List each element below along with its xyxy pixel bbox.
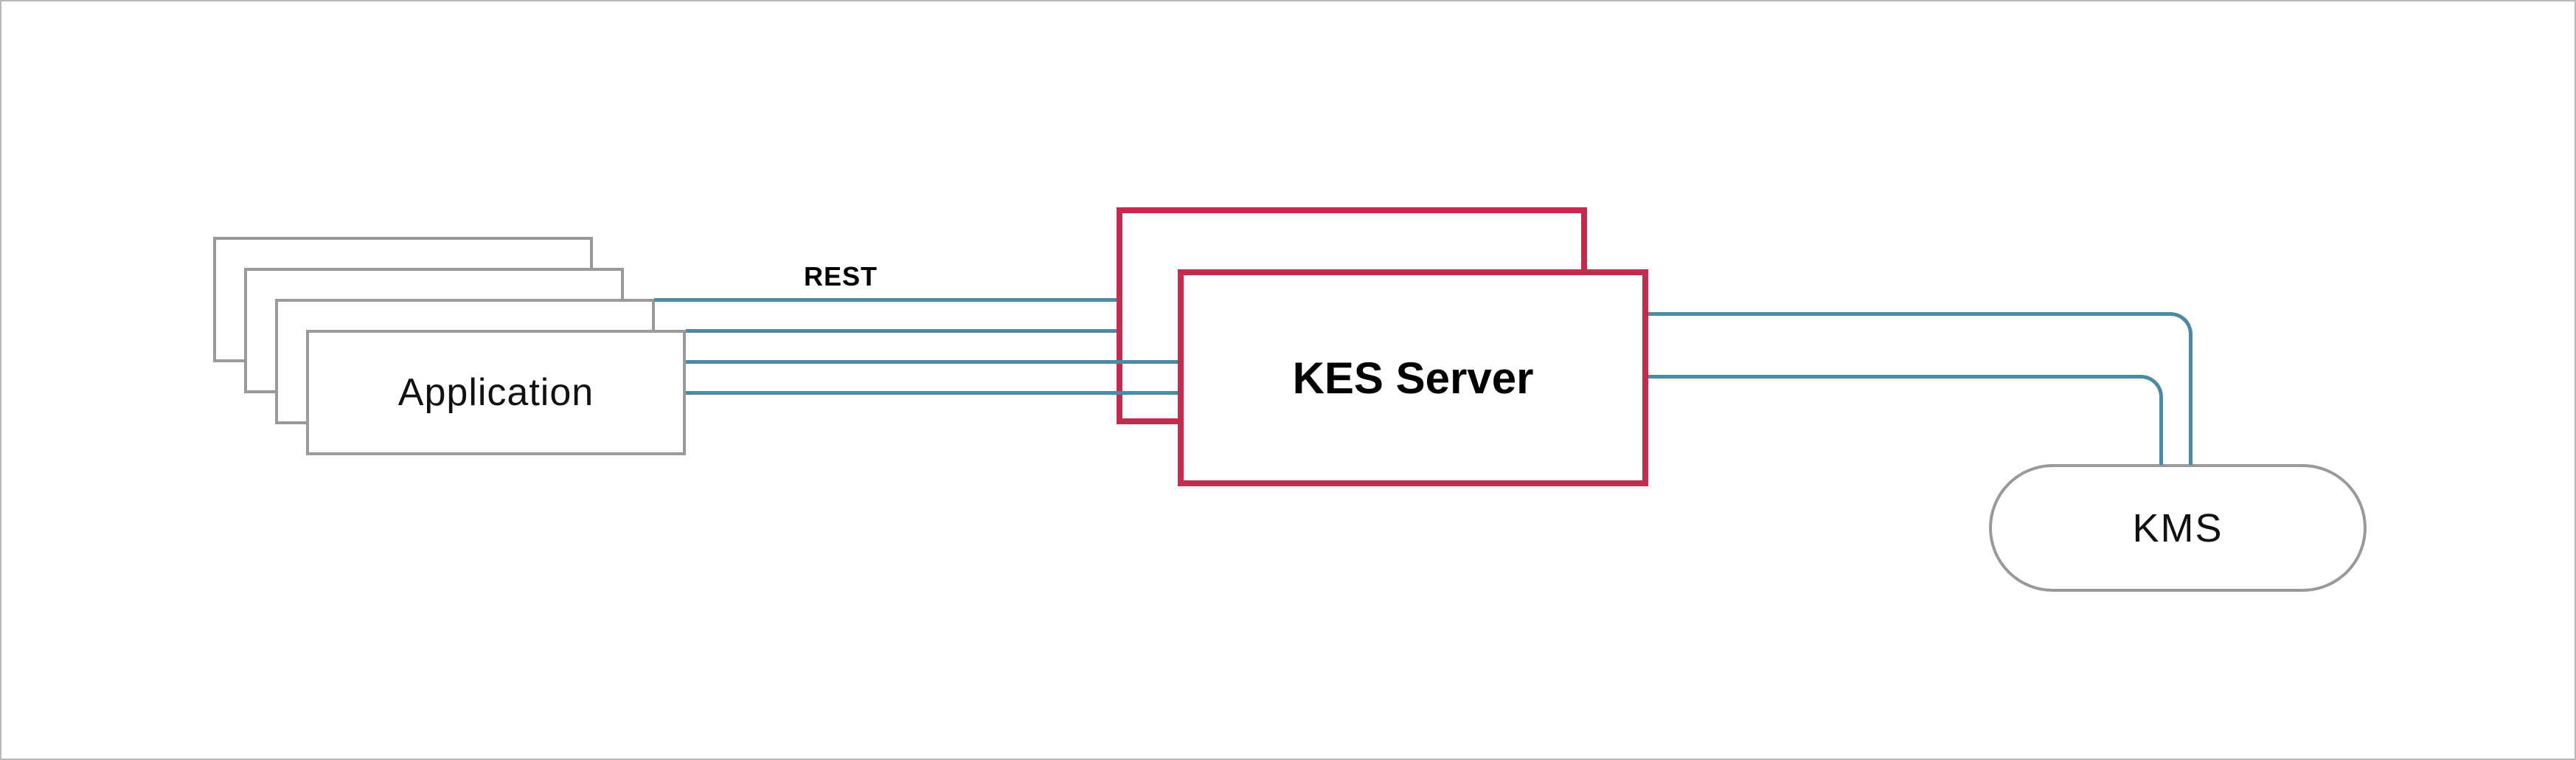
rest-connection-line-3 <box>686 360 1179 364</box>
kms-label: KMS <box>2132 505 2223 550</box>
rest-connection-line-2 <box>686 329 1117 333</box>
kms-node: KMS <box>1989 464 2367 592</box>
kes-server-label: KES Server <box>1292 353 1534 403</box>
rest-connection-line-1 <box>654 298 1117 302</box>
rest-connection-line-4 <box>686 391 1179 395</box>
rest-label: REST <box>804 261 878 291</box>
kes-kms-connection-line-1 <box>1645 312 2193 465</box>
application-node: Application <box>306 330 686 455</box>
application-label: Application <box>397 371 594 414</box>
kes-kms-connection-line-2 <box>1645 375 2163 465</box>
kes-server-node: KES Server <box>1178 269 1648 486</box>
